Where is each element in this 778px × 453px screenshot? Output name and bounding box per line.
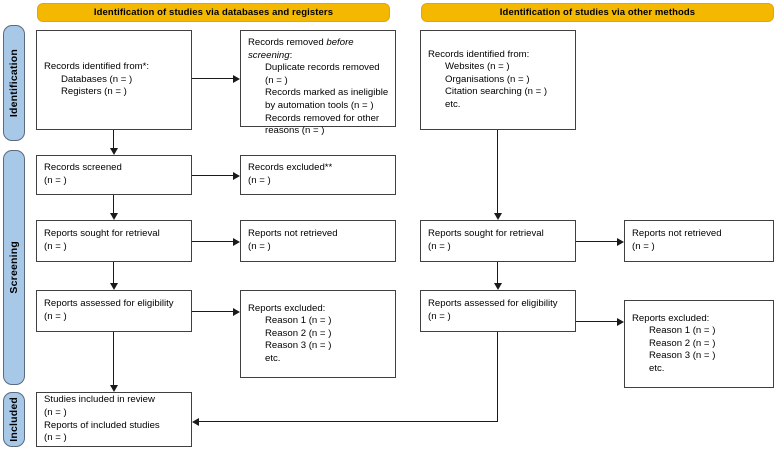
header-bar-other-methods: Identification of studies via other meth… [421, 3, 774, 22]
box-records-excluded: Records excluded** (n = ) [240, 155, 396, 195]
box-line: Reports sought for retrieval [428, 228, 544, 240]
box-line: Databases (n = ) [61, 73, 133, 85]
box-line: (n = ) [428, 311, 451, 322]
box-line: Reason 3 (n = ) [649, 350, 716, 362]
box-line: (n = ) [44, 241, 67, 252]
box-line: Reports assessed for eligibility [44, 298, 174, 310]
phase-label-included: Included [8, 397, 20, 442]
phase-sidebar-screening: Screening [3, 150, 25, 385]
box-line: Registers (n = ) [61, 86, 127, 98]
box-line: Duplicate records removed [265, 62, 380, 74]
connector-assessed-other-to-included-horizontal [199, 421, 498, 423]
phase-sidebar-identification: Identification [3, 25, 25, 141]
box-line: (n = ) [428, 241, 451, 252]
connector-sought-to-assessed [113, 262, 115, 283]
box-records-screened: Records screened (n = ) [36, 155, 192, 195]
connector-assessed-to-included [113, 332, 115, 385]
arrowhead-sought-to-not-retrieved [233, 237, 240, 246]
connector-sought-to-not-retrieved [192, 241, 233, 243]
box-line: Organisations (n = ) [445, 73, 530, 85]
arrowhead-identified-other-to-sought-other [493, 213, 502, 220]
connector-screened-to-excluded [192, 175, 233, 177]
box-line: (n = ) [44, 432, 67, 444]
box-line: Reports not retrieved [248, 228, 338, 240]
box-line: Websites (n = ) [445, 61, 510, 73]
box-line: Reason 1 (n = ) [265, 315, 332, 327]
connector-screened-to-sought [113, 195, 115, 213]
arrowhead-assessed-other-to-excluded-other [617, 317, 624, 326]
connector-sought-other-to-not-retrieved-other [576, 241, 617, 243]
box-reports-assessed-other: Reports assessed for eligibility (n = ) [420, 290, 576, 332]
box-line: Reason 3 (n = ) [265, 340, 332, 352]
box-reports-excluded-databases: Reports excluded: Reason 1 (n = ) Reason… [240, 290, 396, 378]
box-line: Reason 1 (n = ) [649, 325, 716, 337]
box-reports-assessed-databases: Reports assessed for eligibility (n = ) [36, 290, 192, 332]
box-line: Records marked as ineligible [265, 87, 389, 99]
box-line: (n = ) [248, 241, 271, 252]
arrowhead-sought-other-to-assessed-other [493, 283, 502, 290]
box-line: Reports assessed for eligibility [428, 298, 558, 310]
arrowhead-assessed-other-to-included [192, 417, 199, 426]
connector-assessed-to-excluded [192, 311, 233, 313]
box-records-identified-databases: Records identified from*: Databases (n =… [36, 30, 192, 130]
box-line: (n = ) [44, 175, 67, 186]
box-line: Reason 2 (n = ) [649, 337, 716, 349]
connector-assessed-other-to-excluded-other [576, 321, 617, 323]
arrowhead-assessed-to-included [109, 385, 118, 392]
box-line: Records screened [44, 162, 122, 174]
phase-label-screening: Screening [8, 241, 20, 294]
box-line: (n = ) [44, 311, 67, 322]
box-line: Records excluded** [248, 162, 333, 174]
box-line: Records identified from*: [44, 61, 150, 73]
box-line: (n = ) [44, 406, 67, 418]
box-line: (n = ) [265, 74, 288, 86]
box-line: (n = ) [632, 241, 655, 252]
box-line: Reports sought for retrieval [44, 228, 160, 240]
box-reports-sought-other: Reports sought for retrieval (n = ) [420, 220, 576, 262]
box-reports-not-retrieved-other: Reports not retrieved (n = ) [624, 220, 774, 262]
phase-label-identification: Identification [8, 48, 20, 118]
connector-sought-other-to-assessed-other [497, 262, 499, 283]
box-line: Reports excluded: [632, 312, 710, 324]
arrowhead-identified-to-removed [233, 74, 240, 83]
box-reports-not-retrieved-databases: Reports not retrieved (n = ) [240, 220, 396, 262]
box-line: Citation searching (n = ) [445, 86, 548, 98]
arrowhead-sought-other-to-not-retrieved-other [617, 237, 624, 246]
header-bar-databases-registers: Identification of studies via databases … [37, 3, 390, 22]
box-line: by automation tools (n = ) [265, 99, 374, 111]
header-label-other-methods: Identification of studies via other meth… [499, 7, 696, 18]
arrowhead-identified-to-screened [109, 148, 118, 155]
box-line: Reports not retrieved [632, 228, 722, 240]
box-line: Records removed for other [265, 112, 380, 124]
connector-identified-other-to-sought-other [497, 130, 499, 213]
box-line: reasons (n = ) [265, 125, 325, 137]
arrowhead-screened-to-sought [109, 213, 118, 220]
box-line: Studies included in review [44, 394, 155, 406]
box-line: etc. [649, 362, 665, 374]
phase-sidebar-included: Included [3, 392, 25, 447]
box-line: Records identified from: [428, 48, 530, 60]
arrowhead-assessed-to-excluded [233, 307, 240, 316]
box-line: screening: [248, 49, 293, 61]
header-label-databases-registers: Identification of studies via databases … [93, 7, 334, 18]
box-line: Records removed before [248, 37, 354, 48]
box-line: (n = ) [248, 175, 271, 186]
connector-identified-to-removed [192, 78, 233, 80]
box-line: Reports of included studies [44, 419, 160, 431]
box-reports-excluded-other: Reports excluded: Reason 1 (n = ) Reason… [624, 300, 774, 388]
box-studies-included-in-review: Studies included in review (n = ) Report… [36, 392, 192, 447]
arrowhead-screened-to-excluded [233, 171, 240, 180]
box-reports-sought-databases: Reports sought for retrieval (n = ) [36, 220, 192, 262]
box-records-identified-other: Records identified from: Websites (n = )… [420, 30, 576, 130]
connector-identified-to-screened [113, 130, 115, 148]
arrowhead-sought-to-assessed [109, 283, 118, 290]
box-line: etc. [445, 98, 461, 110]
box-line: etc. [265, 352, 281, 364]
box-line: Reports excluded: [248, 302, 326, 314]
box-line: Reason 2 (n = ) [265, 327, 332, 339]
connector-assessed-other-to-included-vertical [497, 332, 499, 422]
italic-before: before [326, 37, 354, 48]
box-records-removed-before-screening: Records removed before screening: Duplic… [240, 30, 396, 136]
